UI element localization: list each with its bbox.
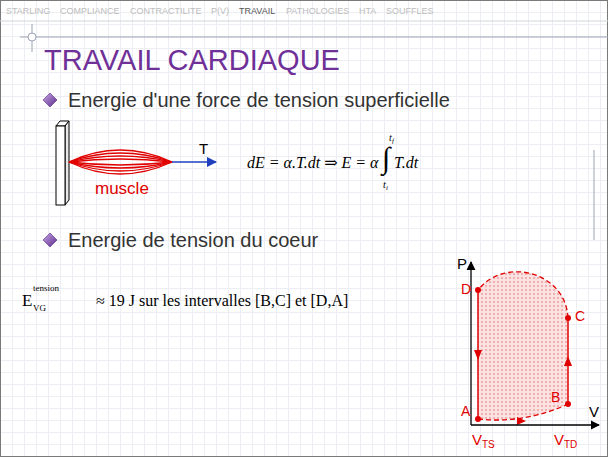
axis-label: V: [589, 404, 599, 419]
integral-sign: ∫: [382, 143, 390, 173]
ejection-curve: [478, 272, 568, 318]
muscle-label: muscle: [95, 180, 149, 197]
nav-item: CONTRACTILITE: [130, 7, 202, 16]
nav-item: STARLING: [6, 7, 50, 16]
point-label: A: [461, 404, 470, 418]
nav-item: PATHOLOGIES: [286, 7, 349, 16]
nav-item: HTA: [359, 7, 376, 16]
point-label: D: [461, 282, 471, 296]
volume-axis: [471, 424, 599, 425]
force-label: T: [199, 141, 208, 156]
force-arrow: [172, 161, 216, 163]
formula: dE = α.T.dt ⇒ E = α: [247, 155, 379, 171]
bullet-diamond: [43, 233, 57, 247]
nav-item: COMPLIANCE: [60, 7, 120, 16]
loop-arrowhead: [564, 356, 572, 366]
integral-limit: t: [389, 133, 392, 143]
wall-bar: [56, 126, 65, 205]
title-rule: [20, 37, 608, 38]
side-rule: [594, 150, 595, 240]
loop-arrowhead: [517, 417, 526, 425]
energy-superscript: tension: [33, 284, 59, 293]
integral-limit-index: i: [386, 185, 388, 192]
nav-item: SOUFFLES: [386, 7, 434, 16]
nav-rule: [0, 21, 608, 22]
energy-subscript: VG: [33, 304, 46, 313]
filling-curve: [478, 404, 568, 420]
work-area: [478, 272, 568, 420]
slide-title: TRAVAIL CARDIAQUE: [44, 46, 340, 75]
nav-item: P(V): [211, 7, 229, 16]
volume-index: TD: [564, 440, 577, 450]
energy-value: ≈ 19 J sur les intervalles [B,C] et [D,A…: [96, 293, 348, 309]
volume-index: TS: [482, 440, 495, 450]
loop-arrowhead: [474, 350, 482, 360]
wall-bar: [65, 121, 69, 205]
bullet-diamond: [43, 93, 57, 107]
formula: T.dt: [394, 155, 418, 171]
energy-symbol: E: [22, 292, 32, 309]
integral-limit-index: f: [392, 138, 394, 145]
rule-knot: [28, 33, 36, 41]
bullet-text: Energie de tension du coeur: [68, 230, 318, 250]
muscle-fibres: [69, 150, 172, 174]
volume-label: V: [554, 432, 564, 447]
axis-label: P: [457, 256, 467, 271]
bullet-text: Energie d'une force de tension superfici…: [68, 90, 450, 110]
loop-point: [475, 287, 571, 422]
point-label: C: [575, 309, 585, 323]
integral-limit: t: [383, 180, 386, 190]
nav-item-current: TRAVAIL: [239, 7, 275, 16]
volume-label: V: [472, 432, 482, 447]
point-label: B: [551, 390, 560, 404]
